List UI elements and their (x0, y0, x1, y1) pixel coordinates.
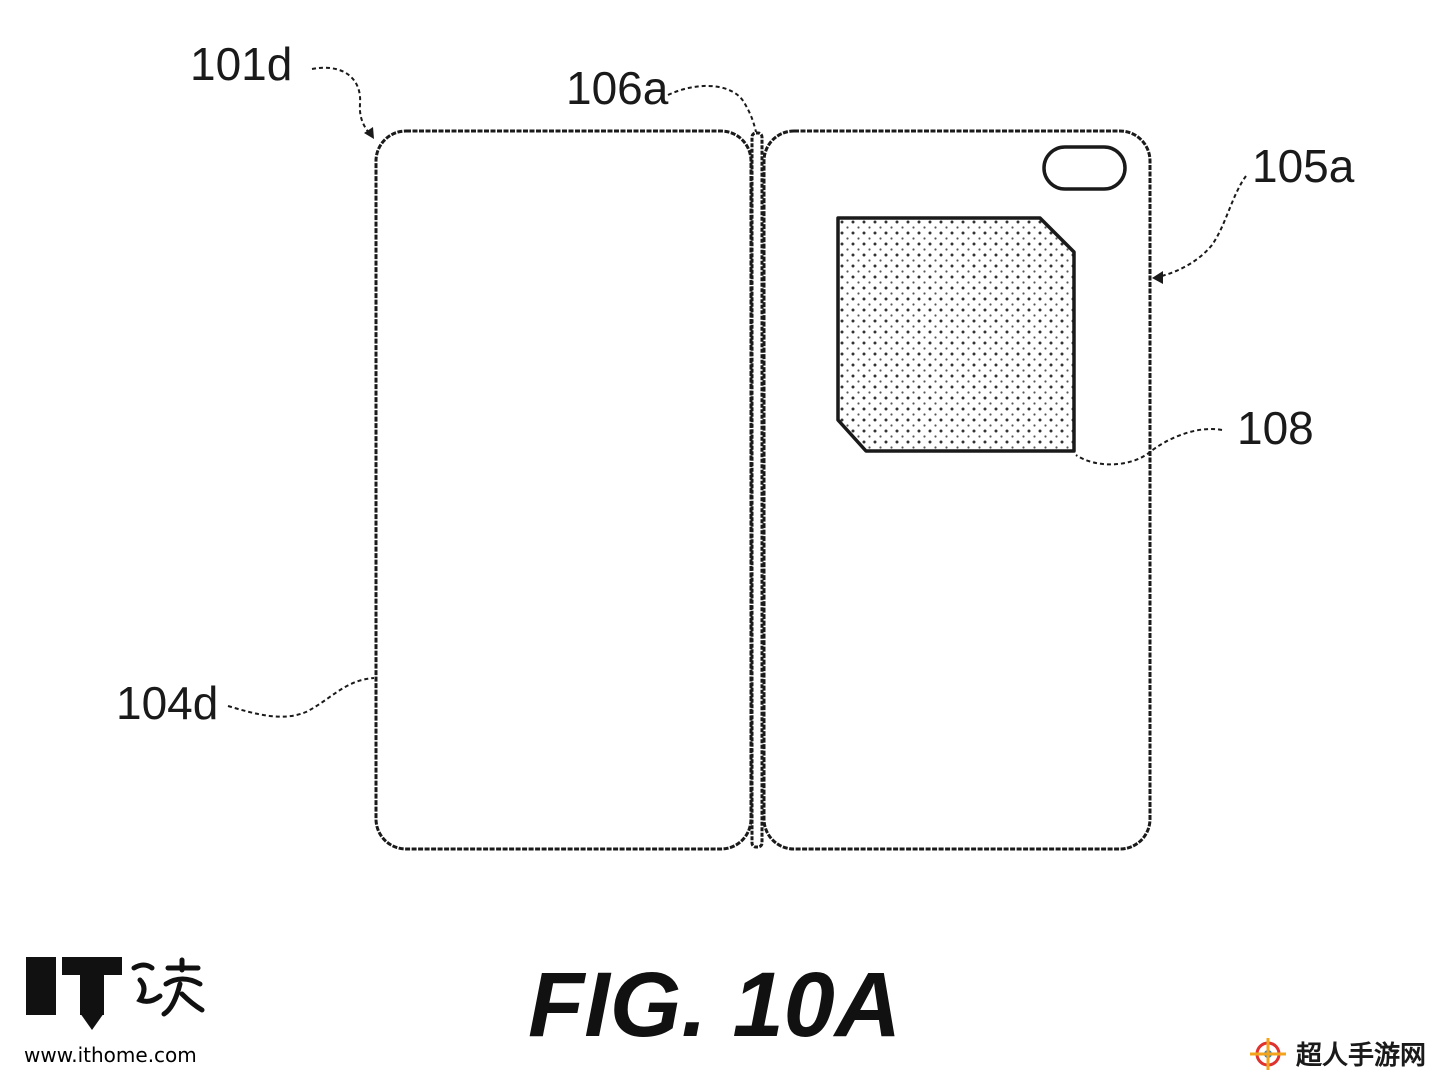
leader-105a (1157, 175, 1247, 278)
leader-101d (311, 66, 373, 137)
left-device-panel (374, 129, 753, 851)
site-name: 超人手游网 (1296, 1041, 1426, 1071)
site-logo-icon (1250, 1038, 1286, 1070)
label-105a: 105a (1252, 140, 1355, 192)
ithome-logo (26, 957, 205, 1030)
leader-101d-arrow (364, 127, 374, 139)
leader-106a (667, 84, 757, 133)
leader-108 (1075, 428, 1223, 466)
leader-104d (227, 677, 375, 718)
label-104d: 104d (116, 677, 218, 729)
sensor-area (836, 216, 1076, 453)
right-device-panel (762, 129, 1152, 851)
label-106a: 106a (566, 62, 669, 114)
camera-icon (1042, 145, 1127, 191)
ithome-url: www.ithome.com (24, 1043, 197, 1067)
label-101d: 101d (190, 38, 292, 90)
hinge (750, 131, 764, 849)
figure-caption: FIG. 10A (528, 954, 901, 1056)
label-108: 108 (1237, 402, 1314, 454)
leader-105a-arrow (1152, 271, 1163, 284)
